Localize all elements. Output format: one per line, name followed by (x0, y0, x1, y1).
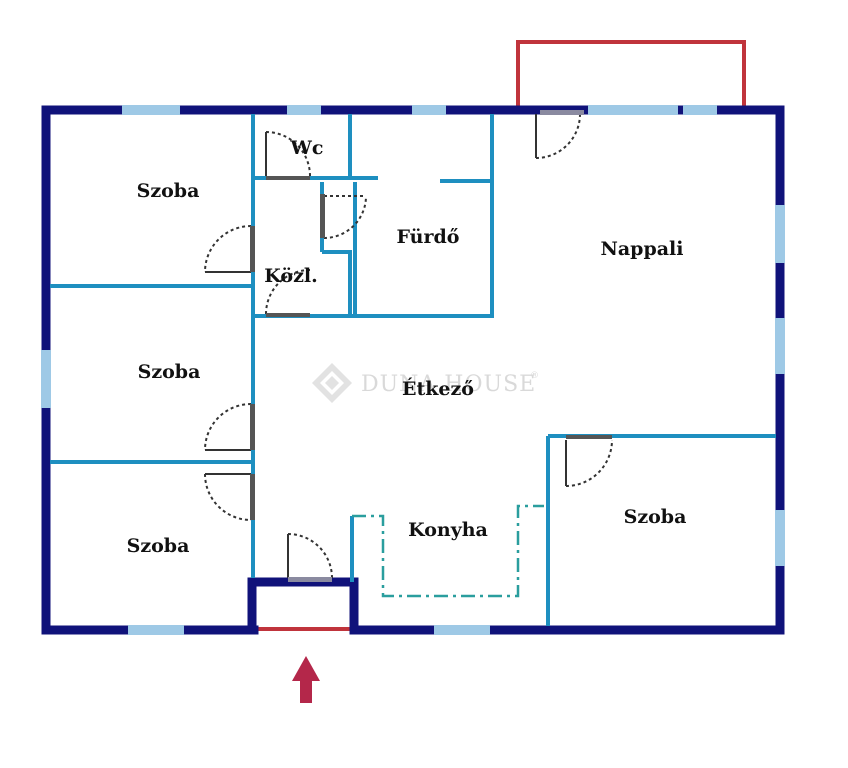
windows (41, 105, 785, 635)
room-label-furdo: Fürdő (397, 226, 460, 248)
door-szoba-bottom-left (204, 473, 252, 521)
entrance-arrow-icon (292, 656, 320, 703)
room-labels: Szoba Wc Fürdő Nappali Közl. Szoba Étkez… (127, 137, 687, 557)
window (412, 105, 446, 115)
window (41, 350, 51, 408)
door-wc (265, 131, 311, 177)
room-label-wc: Wc (290, 137, 324, 159)
watermark-text: DUNA HOUSE (361, 372, 536, 397)
window (122, 105, 180, 115)
window (775, 318, 785, 374)
room-label-szoba-top-left: Szoba (137, 180, 200, 202)
window (775, 510, 785, 566)
door-furdo (323, 195, 367, 239)
door-entrance (287, 533, 333, 579)
room-label-konyha: Konyha (408, 519, 488, 541)
duna-house-logo-icon (312, 363, 352, 403)
window (775, 205, 785, 263)
window (128, 625, 184, 635)
door-balcony (535, 113, 581, 159)
room-label-etkezo: Étkező (402, 377, 474, 400)
balcony (516, 40, 746, 106)
door-szoba-right (565, 439, 613, 487)
inner-walls (50, 114, 776, 626)
doors (204, 110, 613, 582)
watermark-registered-mark: ® (530, 371, 539, 381)
window (683, 105, 717, 115)
room-label-szoba-right: Szoba (624, 506, 687, 528)
room-label-szoba-bottom-left: Szoba (127, 535, 190, 557)
window (588, 105, 678, 115)
door-szoba-mid-left (204, 403, 252, 451)
window (434, 625, 490, 635)
room-label-nappali: Nappali (601, 238, 684, 260)
watermark: DUNA HOUSE ® (312, 363, 539, 403)
room-label-kozl: Közl. (264, 265, 317, 287)
window (287, 105, 321, 115)
door-szoba-top-left (204, 225, 252, 273)
room-label-szoba-mid-left: Szoba (138, 361, 201, 383)
